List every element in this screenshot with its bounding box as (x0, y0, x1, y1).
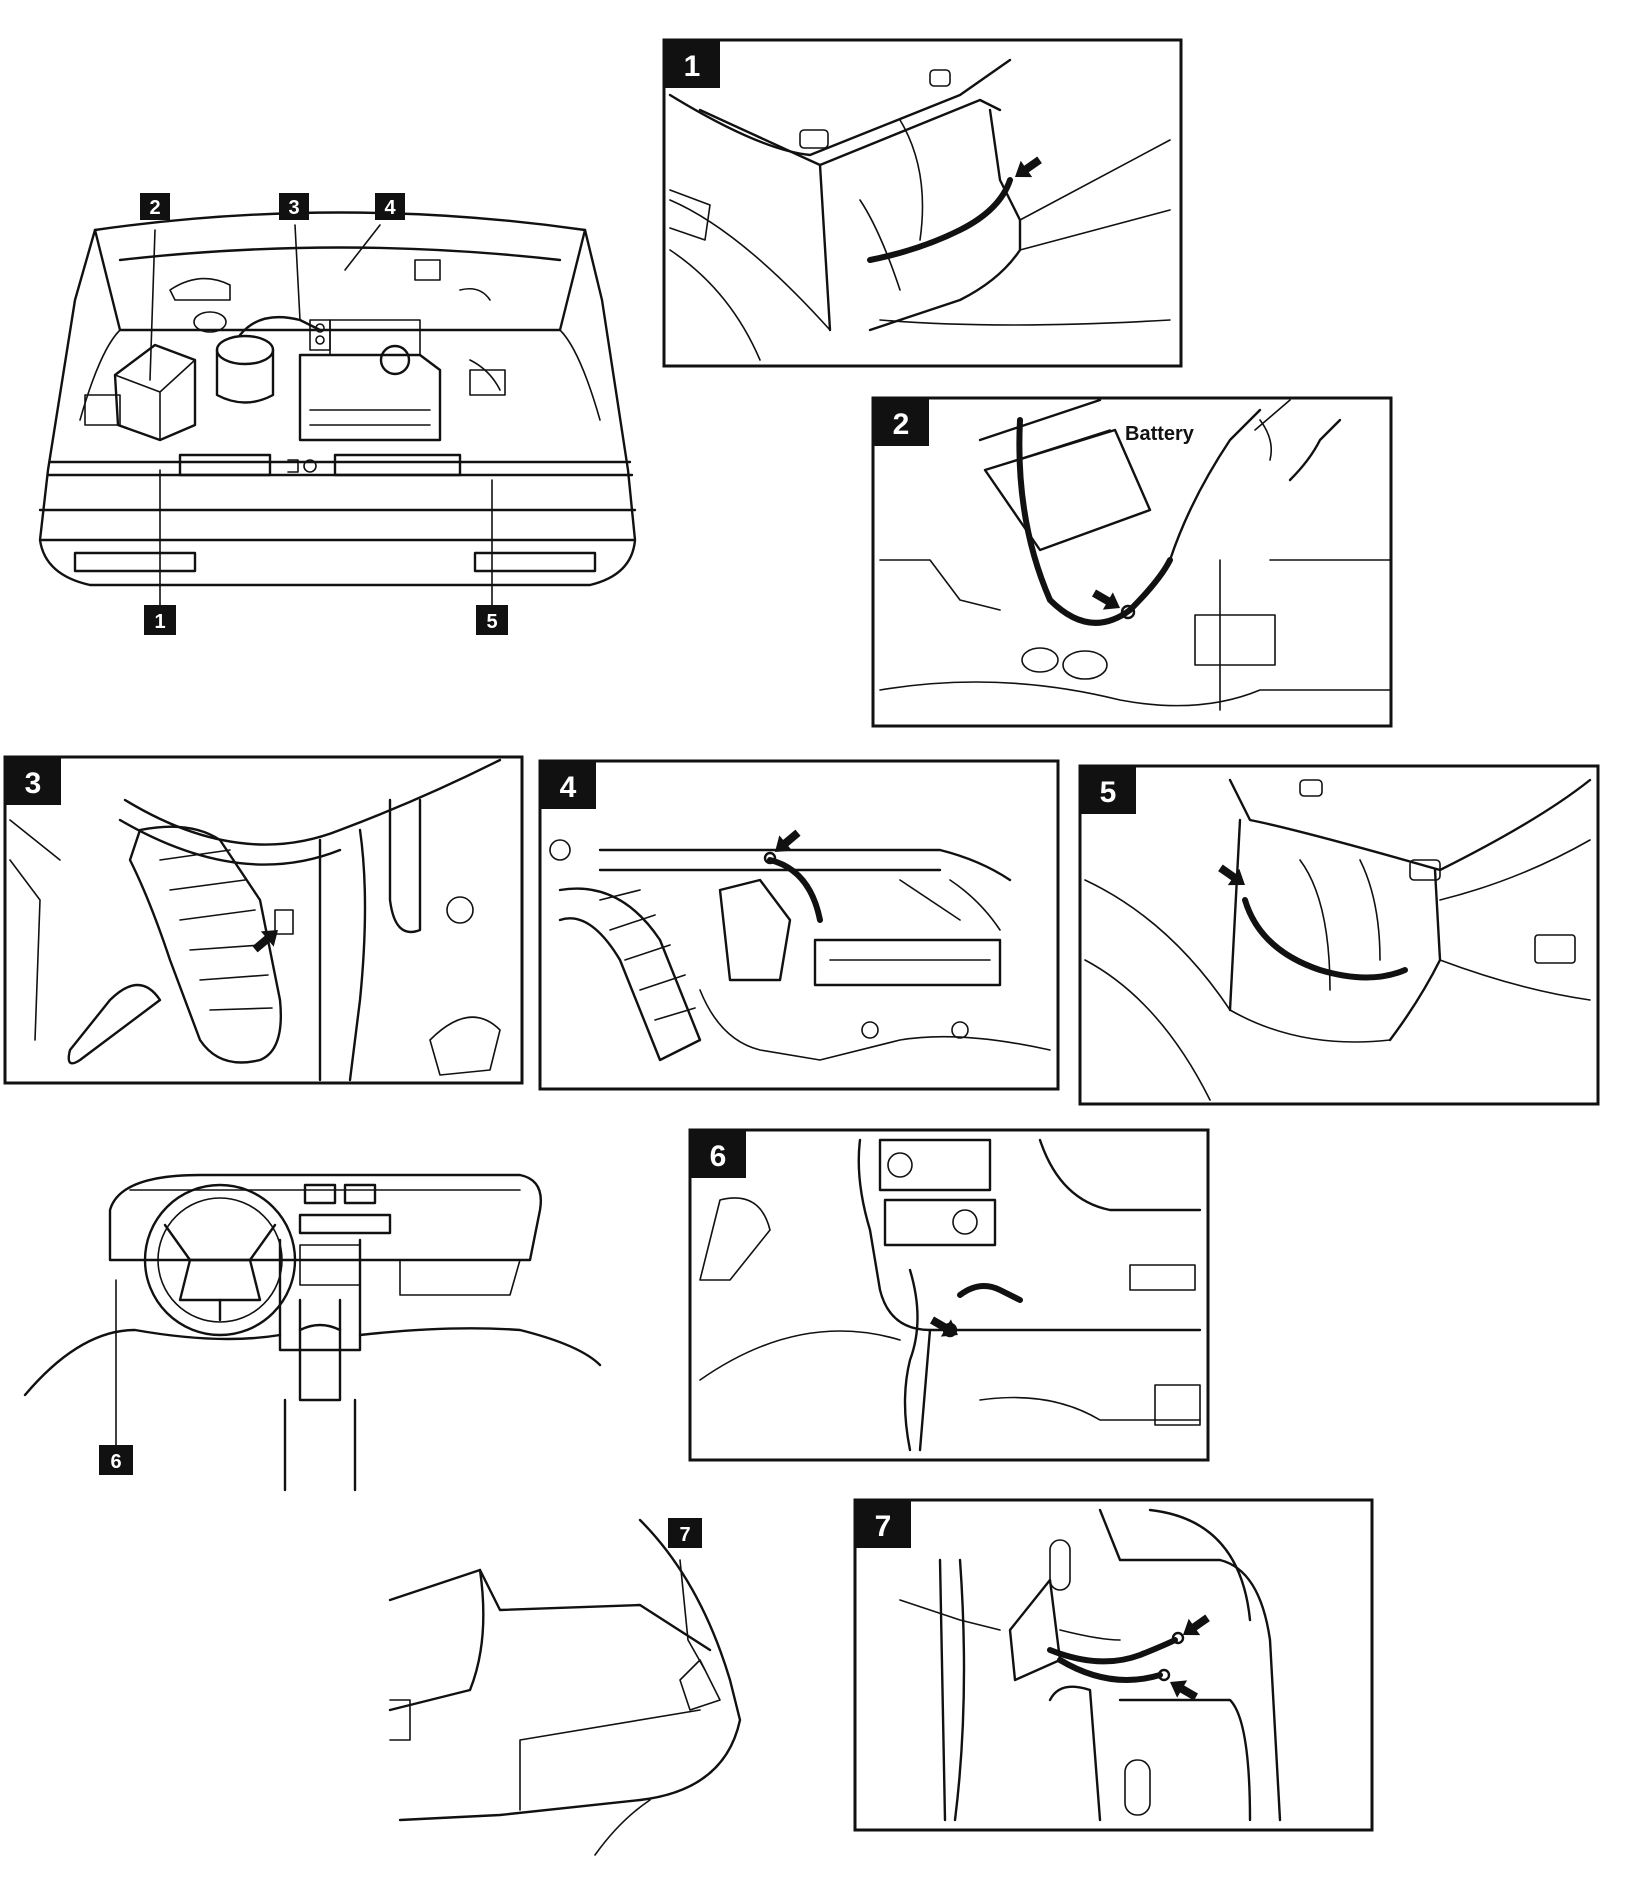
svg-text:7: 7 (679, 1524, 690, 1546)
callout-5: 5 (476, 605, 508, 635)
callout-3: 3 (279, 193, 309, 220)
svg-text:6: 6 (110, 1451, 121, 1473)
panel-6: 6 (688, 1128, 1210, 1462)
engine-bay-overview (38, 211, 637, 606)
panel-1-number: 1 (684, 50, 701, 83)
callout-2: 2 (140, 193, 170, 220)
panel-6-number: 6 (710, 1140, 727, 1173)
callout-6: 6 (99, 1445, 133, 1475)
svg-text:5: 5 (486, 611, 497, 633)
panel-7-number: 7 (875, 1510, 892, 1543)
panel-2-number: 2 (893, 408, 910, 441)
callout-4: 4 (375, 193, 405, 220)
dashboard-overview (23, 1173, 602, 1492)
svg-text:4: 4 (384, 197, 396, 219)
svg-text:2: 2 (149, 197, 160, 219)
panel-7: 7 (853, 1498, 1374, 1832)
panel-5: 5 (1078, 764, 1600, 1106)
rear-overview (388, 1518, 742, 1856)
panel-3: 3 (3, 755, 524, 1085)
svg-text:1: 1 (154, 611, 165, 633)
panel-4-number: 4 (560, 771, 577, 804)
panel-2: Battery 2 (871, 396, 1393, 728)
panel-4: 4 (538, 759, 1060, 1091)
battery-label: Battery (1125, 423, 1195, 445)
callout-7: 7 (668, 1518, 702, 1548)
panel-1: 1 (662, 38, 1183, 368)
callout-1: 1 (144, 605, 176, 635)
panel-5-number: 5 (1100, 776, 1117, 809)
svg-text:3: 3 (288, 197, 299, 219)
panel-3-number: 3 (25, 767, 42, 800)
